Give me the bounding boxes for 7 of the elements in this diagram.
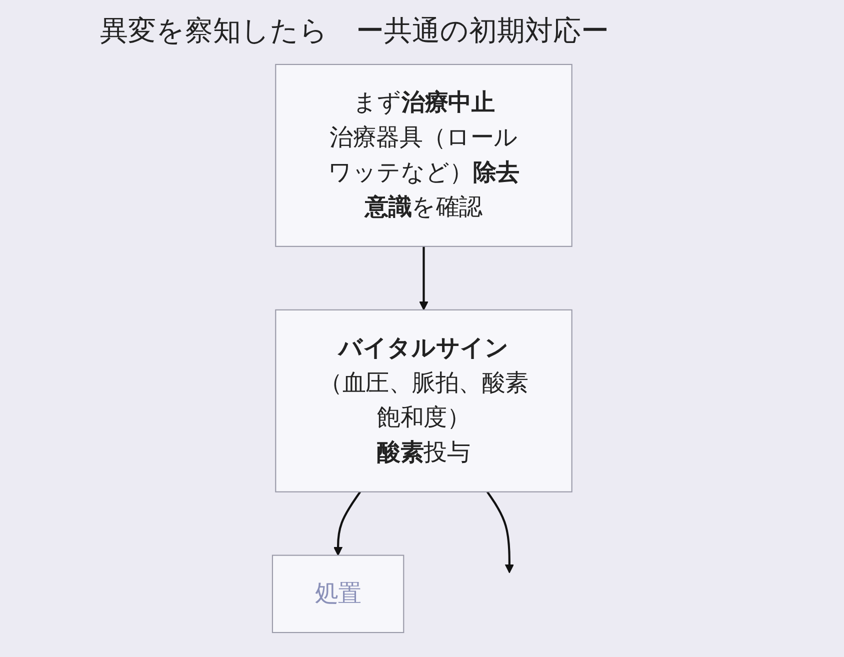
node-box: 処置 bbox=[272, 554, 404, 634]
node-box: バイタルサイン（血圧、脈拍、酸素飽和度） 酸素投与 bbox=[274, 309, 572, 492]
arrow bbox=[333, 491, 361, 556]
node-box: まず治療中止 治療器具（ロールワッテなど）除去 意識を確認 bbox=[274, 64, 572, 247]
arrow bbox=[486, 491, 514, 574]
diagram-title: 異変を察知したら ー共通の初期対応ー bbox=[100, 13, 610, 49]
arrow bbox=[418, 246, 428, 310]
